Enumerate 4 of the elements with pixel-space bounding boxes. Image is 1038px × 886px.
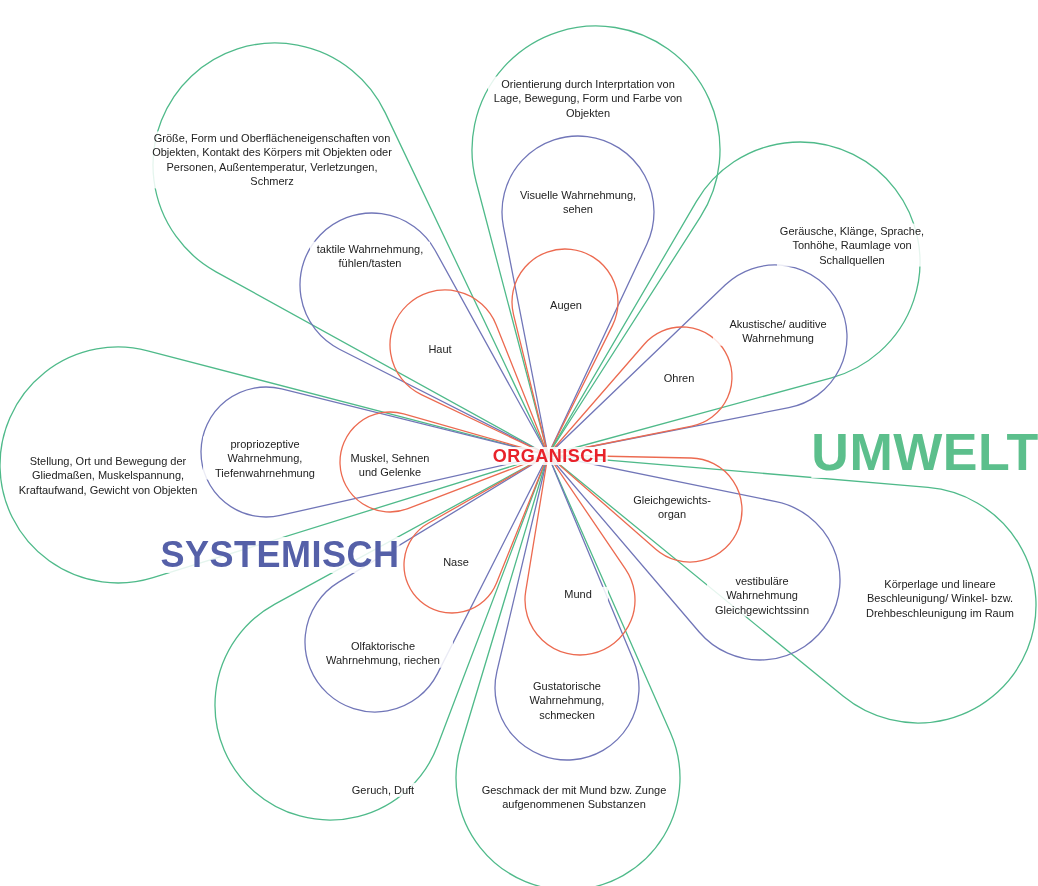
category-title: SYSTEMISCH — [160, 537, 400, 573]
petal-text: Größe, Form und Oberflächeneigenschaften von Objekten, Kontakt des Körpers mit Objekten oder Personen, Außentemperatur, Verletzungen, Schmerz — [152, 131, 392, 189]
center-title: ORGANISCH — [492, 447, 608, 465]
petal-text: Geräusche, Klänge, Sprache, Tonhöhe, Raumlage von Schallquellen — [777, 223, 927, 267]
